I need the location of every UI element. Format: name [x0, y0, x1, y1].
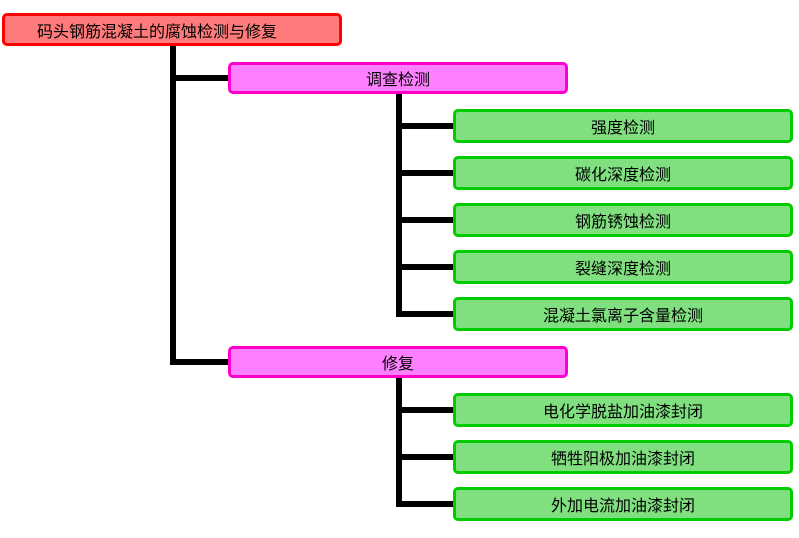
leaf-label: 裂缝深度检测 [574, 259, 671, 278]
leaf-node-strength: 强度检测 [453, 109, 793, 143]
connector-survey-leaf-4 [396, 264, 455, 270]
leaf-label: 电化学脱盐加油漆封闭 [542, 402, 703, 421]
connector-survey-leaf-3 [396, 217, 455, 223]
leaf-node-electrochemical: 电化学脱盐加油漆封闭 [453, 393, 793, 427]
connector-repair-leaf-3 [396, 501, 455, 507]
connector-survey-leaf-2 [396, 170, 455, 176]
leaf-label: 碳化深度检测 [574, 165, 671, 184]
leaf-node-chloride: 混凝土氯离子含量检测 [453, 297, 793, 331]
root-label: 码头钢筋混凝土的腐蚀检测与修复 [37, 21, 278, 41]
branch-label-survey: 调查检测 [365, 70, 430, 89]
connector-to-survey [170, 75, 230, 81]
leaf-node-crack-depth: 裂缝深度检测 [453, 250, 793, 284]
leaf-label: 强度检测 [590, 118, 655, 137]
leaf-label: 混凝土氯离子含量检测 [542, 306, 703, 325]
leaf-label: 牺牲阳极加油漆封闭 [550, 449, 695, 468]
connector-repair-leaf-2 [396, 454, 455, 460]
leaf-node-carbonation: 碳化深度检测 [453, 156, 793, 190]
root-node: 码头钢筋混凝土的腐蚀检测与修复 [2, 13, 342, 46]
connector-survey-leaf-1 [396, 123, 455, 129]
branch-label-repair: 修复 [381, 354, 414, 373]
connector-survey-trunk [396, 92, 402, 317]
leaf-label: 钢筋锈蚀检测 [574, 212, 671, 231]
connector-to-repair [170, 359, 230, 365]
leaf-node-sacrificial-anode: 牺牲阳极加油漆封闭 [453, 440, 793, 474]
connector-repair-trunk [396, 376, 402, 507]
leaf-node-rebar-corrosion: 钢筋锈蚀检测 [453, 203, 793, 237]
connector-repair-leaf-1 [396, 407, 455, 413]
leaf-label: 外加电流加油漆封闭 [550, 496, 695, 515]
connector-survey-leaf-5 [396, 311, 455, 317]
branch-node-survey: 调查检测 [228, 62, 568, 94]
branch-node-repair: 修复 [228, 346, 568, 378]
leaf-node-impressed-current: 外加电流加油漆封闭 [453, 487, 793, 521]
connector-root-trunk [170, 44, 176, 365]
